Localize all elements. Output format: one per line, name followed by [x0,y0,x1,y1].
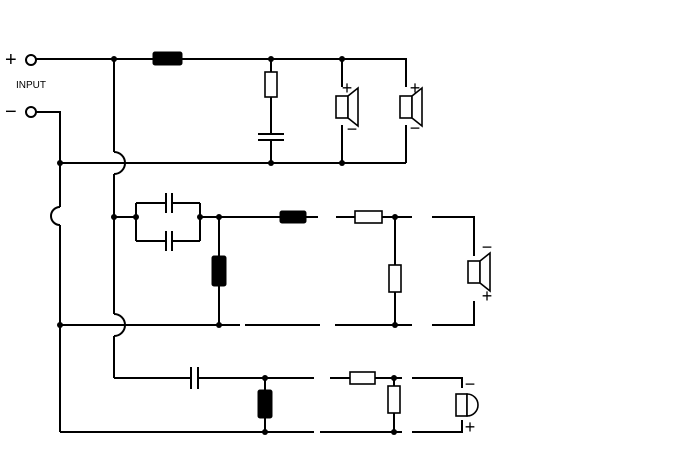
input-terminals: + INPUT − [5,49,46,123]
polarity-plus: + [482,286,493,306]
crossing-hop-top [113,151,126,175]
polarity-minus: − [347,119,358,139]
junction-dot [262,375,268,381]
polarity-plus: + [410,78,421,98]
crossing-hop-left [50,206,61,226]
junctions [57,56,398,435]
dome-tweeter-icon [455,393,468,417]
polarity-plus: + [342,78,353,98]
capacitor-top [258,133,284,141]
junction-dot [57,160,63,166]
junction-dot [392,214,398,220]
polarity-minus: − [465,374,476,394]
input-plus-terminal[interactable] [25,54,37,66]
speaker-icon [399,95,413,119]
junction-dot [262,429,268,435]
crossing-hop-middle [113,313,126,337]
junction-dot [268,160,274,166]
polarity-minus: − [482,237,493,257]
inductor-top [152,51,183,66]
inductor-mid-series [279,210,307,224]
speaker-1: + − [335,78,359,139]
junction-dot [392,322,398,328]
junction-dot [268,56,274,62]
input-label: INPUT [16,80,46,91]
speaker-3: − + [467,237,493,306]
junction-dot [133,214,139,220]
resistors [264,71,402,414]
inductors [152,51,307,419]
junction-dot [216,322,222,328]
resistor-top [264,71,278,98]
resistor-bottom-series [349,371,376,385]
polarity-minus: − [410,118,421,138]
junction-dot [197,214,203,220]
junction-dot [391,429,397,435]
capacitor-parallel-upper [165,193,173,213]
polarity-plus: + [465,417,476,437]
junction-dot [111,56,117,62]
wire-crossings [50,151,126,337]
inductor-bottom [257,389,273,419]
junction-dot [57,322,63,328]
capacitor-parallel-lower [165,231,173,251]
resistor-bottom-shunt [387,385,401,414]
speaker-icon [467,260,481,284]
junction-dot [216,214,222,220]
capacitor-bottom [190,367,199,389]
speaker-4-dome: − + [455,374,479,437]
junction-dot [111,214,117,220]
wiring [36,58,475,433]
input-plus-sign: + [5,49,17,71]
input-minus-sign: − [5,101,17,123]
junction-dot [391,375,397,381]
input-minus-terminal[interactable] [25,106,37,118]
capacitors [165,133,284,389]
resistor-mid-shunt [388,264,402,293]
resistor-mid-series [354,210,383,224]
junction-dot [339,56,345,62]
junction-dot [339,160,345,166]
speaker-icon [335,95,349,119]
speaker-2: + − [399,78,423,138]
inductor-mid-shunt [211,255,227,287]
